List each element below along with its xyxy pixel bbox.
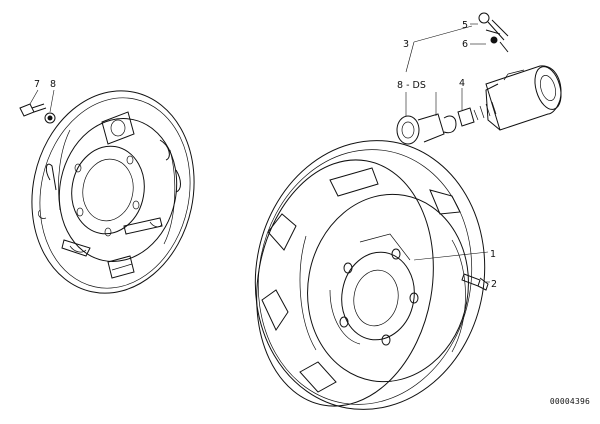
brake-backing-plate [31,90,195,294]
callout-2: 2 [491,279,497,290]
bleeder-valve [478,12,509,53]
drawing-part-number: 00004396 [549,397,590,406]
drum-set-screw [461,273,489,291]
callout-4: 4 [459,78,465,89]
callout-3: 3 [403,39,409,50]
callout-1: 1 [490,249,496,260]
callout-8-ds: 8 - DS [397,80,426,91]
callout-labels: 1 2 3 4 5 6 8 - DS 7 8 [34,20,497,290]
mounting-bolt [19,103,47,117]
callout-5: 5 [462,20,468,31]
brake-drum [254,140,486,410]
piston-kit [396,101,497,145]
wheel-cylinder [485,65,562,131]
callout-6-top: 6 [462,39,468,50]
leader-lines [29,23,490,283]
lock-washer [44,112,56,124]
callout-8-left: 8 [50,79,56,90]
callout-7: 7 [34,79,40,90]
